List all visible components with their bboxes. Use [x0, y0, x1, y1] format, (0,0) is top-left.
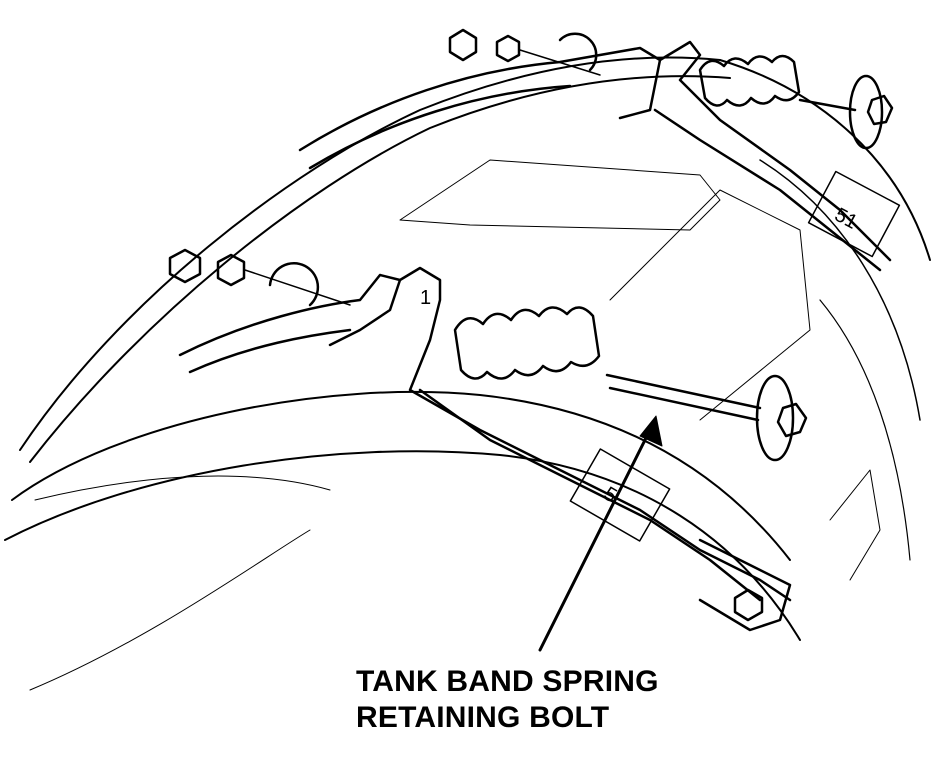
- callout-leader-arrow: [538, 415, 663, 652]
- callout-label: TANK BAND SPRING RETAINING BOLT: [356, 664, 659, 736]
- upper-spring-assembly: [448, 28, 894, 150]
- tank-panel-lines: [399, 159, 881, 581]
- callout-line-1: TANK BAND SPRING: [356, 665, 659, 698]
- callout-line-2: RETAINING BOLT: [356, 701, 610, 734]
- upper-tank-band: 51: [298, 40, 901, 272]
- lower-bracket-stamp: 1: [420, 287, 431, 309]
- upper-band-stamp: 51: [831, 204, 861, 234]
- tank-shell: [4, 56, 931, 691]
- lower-spring-assembly: [168, 248, 808, 622]
